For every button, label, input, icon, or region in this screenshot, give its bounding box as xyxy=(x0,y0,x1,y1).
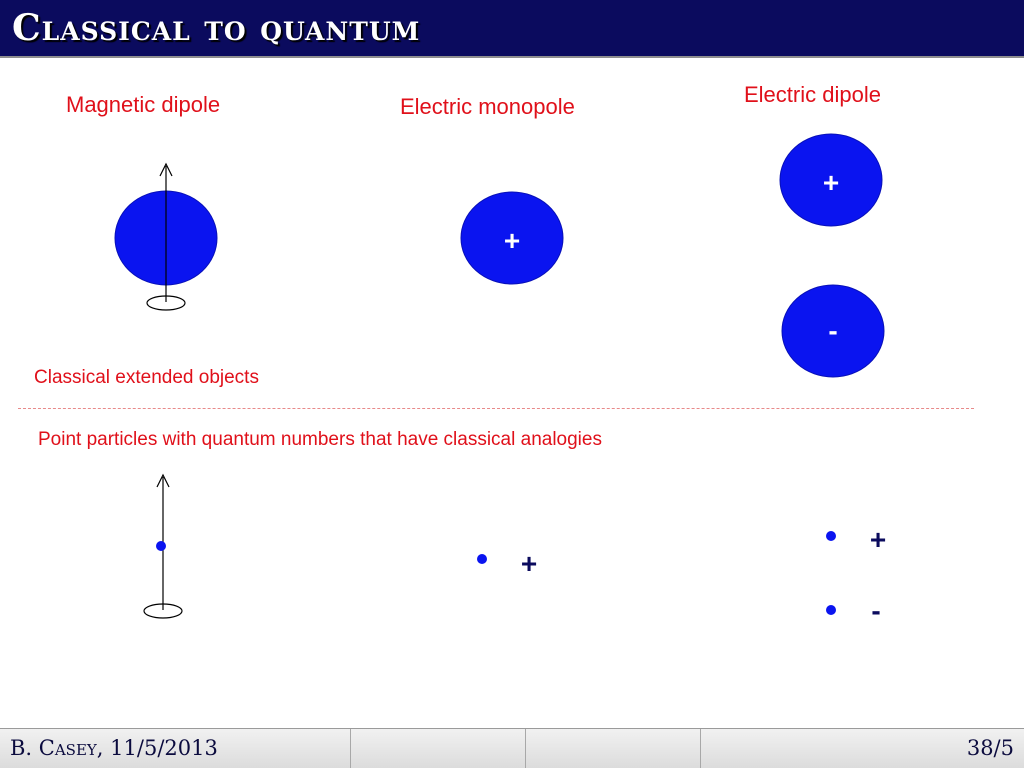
point-dipole-group: + - xyxy=(826,524,886,626)
magnetic-dipole-arrowhead xyxy=(159,162,173,177)
point-dipole-positive-dot xyxy=(826,531,836,541)
title-bar: Classical to quantum xyxy=(0,0,1024,58)
footer-author-date: B. Casey, 11/5/2013 xyxy=(10,736,218,760)
label-magnetic-dipole: Magnetic dipole xyxy=(66,92,221,117)
label-classical-extended-objects: Classical extended objects xyxy=(34,367,259,388)
electric-dipole-plus-sign: + xyxy=(823,167,839,198)
point-monopole-group: + xyxy=(477,548,537,579)
physics-diagram: + + - + + - xyxy=(114,133,886,626)
point-monopole-plus-sign: + xyxy=(521,548,537,579)
point-magnetic-dipole-group xyxy=(143,473,183,619)
point-spin-loop xyxy=(143,603,183,619)
slide-footer: B. Casey, 11/5/2013 38/5 xyxy=(0,728,1024,768)
label-electric-dipole: Electric dipole xyxy=(744,82,881,107)
point-dipole-plus-sign: + xyxy=(870,524,886,555)
magnetic-dipole-sphere-group xyxy=(114,162,218,311)
electric-monopole-plus-sign: + xyxy=(504,225,520,256)
footer-cell-page: 38/5 xyxy=(701,729,1024,768)
label-electric-monopole: Electric monopole xyxy=(400,94,575,119)
point-dipole-minus-sign: - xyxy=(871,595,880,626)
electric-monopole-group: + xyxy=(460,191,564,285)
electric-dipole-positive-sphere xyxy=(779,133,883,227)
electric-dipole-group: + - xyxy=(779,133,885,378)
point-monopole-dot xyxy=(477,554,487,564)
footer-cell-author: B. Casey, 11/5/2013 xyxy=(0,729,351,768)
label-point-particles: Point particles with quantum numbers tha… xyxy=(38,429,602,450)
slide-title: Classical to quantum xyxy=(12,7,421,49)
electric-dipole-minus-sign: - xyxy=(828,315,837,346)
magnetic-dipole-loop xyxy=(146,295,186,311)
electric-dipole-negative-sphere xyxy=(781,284,885,378)
point-spin-arrowhead xyxy=(156,473,170,488)
footer-cell-blank-1 xyxy=(351,729,526,768)
footer-page-number: 38/5 xyxy=(966,736,1014,760)
point-particle-dot xyxy=(156,541,166,551)
electric-monopole-sphere xyxy=(460,191,564,285)
point-dipole-negative-dot xyxy=(826,605,836,615)
section-divider xyxy=(18,408,974,409)
footer-cell-blank-2 xyxy=(526,729,701,768)
